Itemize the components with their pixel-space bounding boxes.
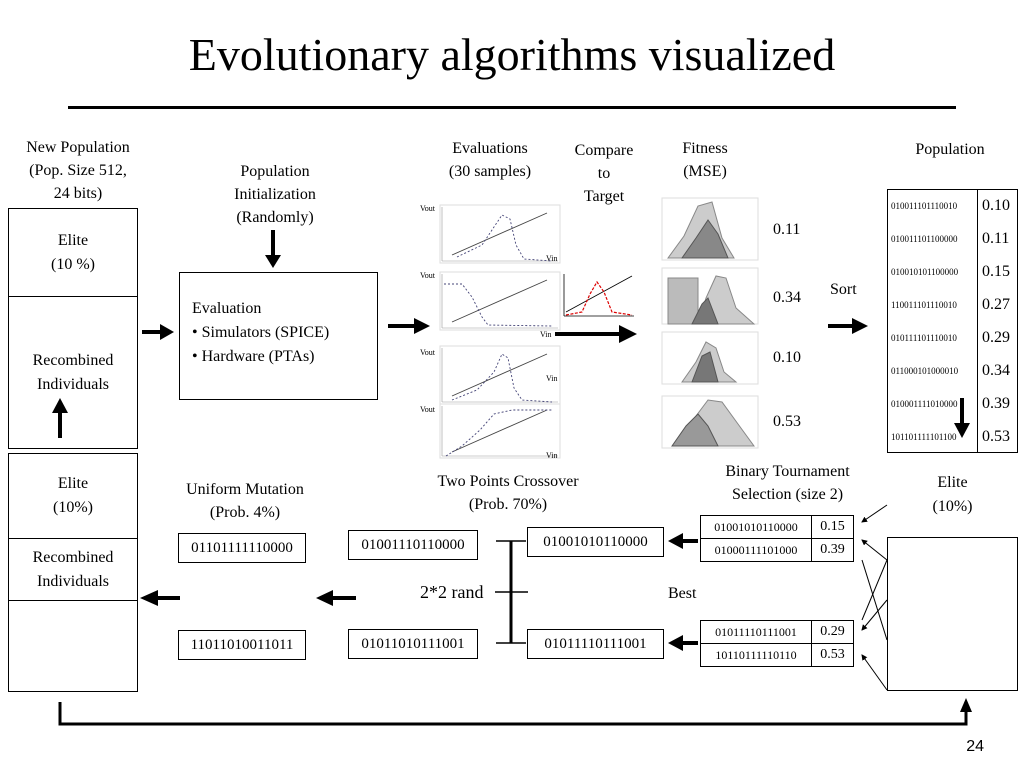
new-population-elite: Elite (10 %)	[9, 209, 137, 297]
fitness-label: Fitness (MSE)	[682, 140, 728, 180]
evaluation-plot	[439, 271, 561, 331]
evaluation-title: Evaluation	[192, 300, 262, 317]
population-fitness: 0.15	[982, 262, 1010, 280]
plot-axis-label: Vout	[420, 348, 436, 357]
target-plot	[563, 274, 634, 317]
population-bits: 110011101110010	[887, 288, 978, 321]
population-bits: 010001111010000	[887, 387, 978, 420]
crossover-child-2: 01011010111001	[348, 629, 478, 659]
arrow-icon	[388, 318, 430, 334]
new-population-box: Elite (10 %) Recombined Individuals	[8, 208, 138, 449]
evaluation-item: • Hardware (PTAs)	[192, 348, 315, 365]
tournament-row: 10110111110110 0.53	[700, 643, 854, 667]
compare-label: Compare to Target	[574, 142, 634, 205]
fitness-value: 0.34	[773, 289, 801, 306]
arrow-icon	[140, 590, 180, 606]
fitness-plot	[661, 197, 759, 261]
mutation-child-1: 01101111110000	[178, 533, 306, 563]
arrow-icon	[265, 230, 281, 268]
fitness-plot	[661, 331, 759, 385]
selection-arrows	[861, 504, 888, 691]
population-fitness: 0.11	[982, 229, 1010, 247]
new-population-recombined: Recombined Individuals	[32, 352, 114, 393]
slide-title: Evolutionary algorithms visualized	[188, 29, 836, 80]
feedback-loop	[58, 698, 972, 726]
fitness-value: 0.10	[773, 349, 801, 366]
plot-axis-label: Vout	[420, 204, 436, 213]
plot-axis-label: Vin	[540, 330, 552, 339]
plot-axis-label: Vin	[546, 451, 558, 460]
population-elite: Elite (10%)	[887, 452, 1018, 538]
arrow-icon	[555, 325, 637, 343]
next-population-box: Elite (10%) Recombined Individuals	[8, 453, 138, 692]
population-bits: 010010101100000	[887, 255, 978, 288]
best-label: Best	[668, 585, 697, 602]
population-bits: 010011101100000	[887, 222, 978, 255]
population-bits: 010011101110010	[887, 189, 978, 222]
next-population-recombined: Recombined Individuals	[9, 539, 137, 601]
title-underline	[68, 106, 956, 109]
evaluation-plot	[439, 204, 561, 264]
fitness-value: 0.53	[773, 413, 801, 430]
evaluation-plot	[439, 345, 561, 405]
arrow-icon	[954, 398, 970, 438]
plot-axis-label: Vin	[546, 254, 558, 263]
fitness-plot	[661, 267, 759, 325]
evaluations-label: Evaluations (30 samples)	[448, 140, 532, 180]
plot-axis-label: Vin	[546, 374, 558, 383]
population-fitness: 0.29	[982, 328, 1010, 346]
evaluation-item: • Simulators (SPICE)	[192, 324, 330, 341]
next-population-elite: Elite (10%)	[9, 454, 137, 539]
crossover-parent-1: 01001010110000	[527, 527, 664, 557]
plot-axis-label: Vout	[420, 271, 436, 280]
crossover-label: Two Points Crossover (Prob. 70%)	[437, 473, 579, 513]
rand-label: 2*2 rand	[420, 582, 484, 603]
sort-label: Sort	[830, 281, 857, 298]
tournament-row: 01011110111001 0.29	[700, 620, 854, 644]
arrow-icon	[316, 590, 356, 606]
crossover-bracket	[495, 540, 528, 644]
population-table	[887, 189, 1018, 691]
population-fitness: 0.34	[982, 361, 1010, 379]
plot-axis-label: Vout	[420, 405, 436, 414]
crossover-parent-2: 01011110111001	[527, 629, 664, 659]
init-label: Population Initialization (Randomly)	[234, 163, 316, 226]
mutation-child-2: 11011010011011	[178, 630, 306, 660]
tournament-label: Binary Tournament Selection (size 2)	[725, 463, 850, 503]
tournament-pair-1: 01001010110000 0.15 01000111101000 0.39	[700, 515, 854, 562]
arrow-icon	[142, 324, 174, 340]
page-number: 24	[966, 738, 984, 755]
arrow-icon	[52, 398, 68, 438]
fitness-plot	[661, 395, 759, 449]
mutation-label: Uniform Mutation (Prob. 4%)	[186, 481, 304, 521]
population-bits: 011000101000010	[887, 354, 978, 387]
evaluation-box: Evaluation • Simulators (SPICE) • Hardwa…	[179, 272, 378, 400]
tournament-row: 01000111101000 0.39	[700, 538, 854, 562]
population-bits: 101101111101100	[887, 420, 978, 453]
arrow-icon	[668, 533, 698, 549]
population-fitness: 0.10	[982, 196, 1010, 214]
crossover-child-1: 01001110110000	[348, 530, 478, 560]
population-fitness: 0.39	[982, 394, 1010, 412]
population-bits: 010111101110010	[887, 321, 978, 354]
evaluation-plot	[439, 403, 561, 459]
new-population-label: New Population (Pop. Size 512, 24 bits)	[26, 139, 130, 202]
fitness-value: 0.11	[773, 221, 801, 238]
population-fitness: 0.53	[982, 427, 1010, 445]
population-fitness: 0.27	[982, 295, 1010, 313]
arrow-icon	[828, 318, 868, 334]
tournament-pair-2: 01011110111001 0.29 10110111110110 0.53	[700, 620, 854, 667]
arrow-icon	[668, 635, 698, 651]
population-label: Population	[915, 141, 985, 158]
